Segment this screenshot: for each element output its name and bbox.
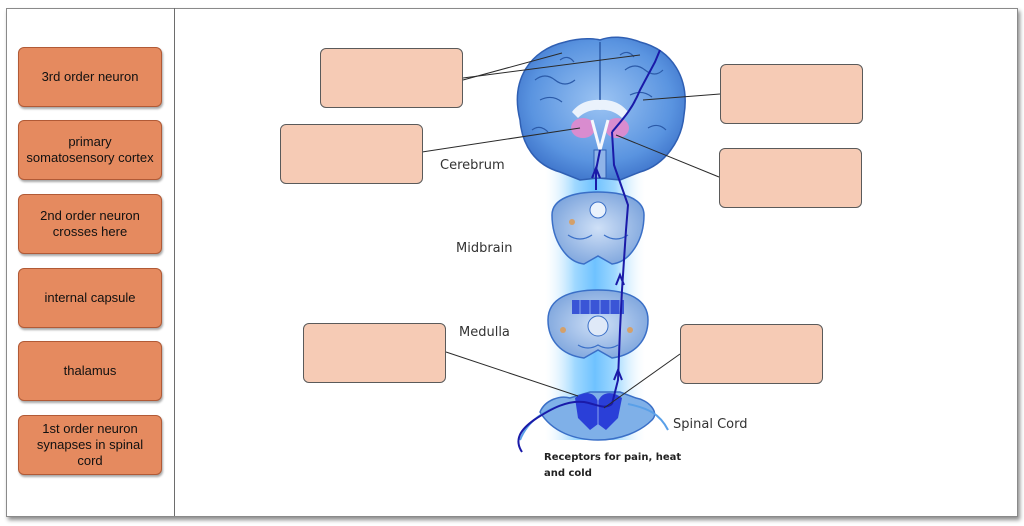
midbrain-illustration (551, 191, 645, 265)
receptors-label-line1: Receptors for pain, heat (544, 452, 681, 463)
bank-item-3rd-order-neuron[interactable]: 3rd order neuron (18, 47, 162, 107)
drop-target-thalamus-area[interactable] (280, 124, 423, 184)
drop-target-cortex[interactable] (320, 48, 463, 108)
receptors-label-line2: and cold (544, 468, 592, 479)
bank-item-thalamus[interactable]: thalamus (18, 341, 162, 401)
bank-item-internal-capsule[interactable]: internal capsule (18, 268, 162, 328)
drop-target-crossing[interactable] (680, 324, 823, 384)
bank-item-2nd-order-neuron-crosses[interactable]: 2nd order neuron crosses here (18, 194, 162, 254)
bank-item-1st-order-neuron-synapses[interactable]: 1st order neuron synapses in spinal cord (18, 415, 162, 475)
drop-target-spinal-synapse[interactable] (303, 323, 446, 383)
cerebrum-illustration (516, 36, 686, 181)
bank-item-label: internal capsule (44, 290, 136, 305)
drop-target-upper-right[interactable] (720, 64, 863, 124)
bank-item-label: 3rd order neuron (41, 69, 139, 84)
spinal-cord-label: Spinal Cord (673, 417, 747, 432)
bank-item-label: thalamus (63, 363, 117, 378)
panel-divider (174, 8, 175, 516)
midbrain-label: Midbrain (456, 241, 513, 256)
medulla-illustration (547, 289, 649, 359)
medulla-label: Medulla (459, 325, 510, 340)
bank-item-primary-somatosensory-cortex[interactable]: primary somatosensory cortex (18, 120, 162, 180)
bank-item-label: primary somatosensory cortex (26, 134, 154, 165)
spinal-cord-illustration (519, 391, 669, 441)
cerebrum-label: Cerebrum (440, 158, 505, 173)
sensory-pathway (517, 49, 661, 453)
drop-target-internal-capsule-area[interactable] (719, 148, 862, 208)
leader-lines (421, 52, 721, 409)
bank-item-label: 1st order neuron synapses in spinal cord (36, 421, 144, 468)
bank-item-label: 2nd order neuron crosses here (40, 208, 140, 239)
